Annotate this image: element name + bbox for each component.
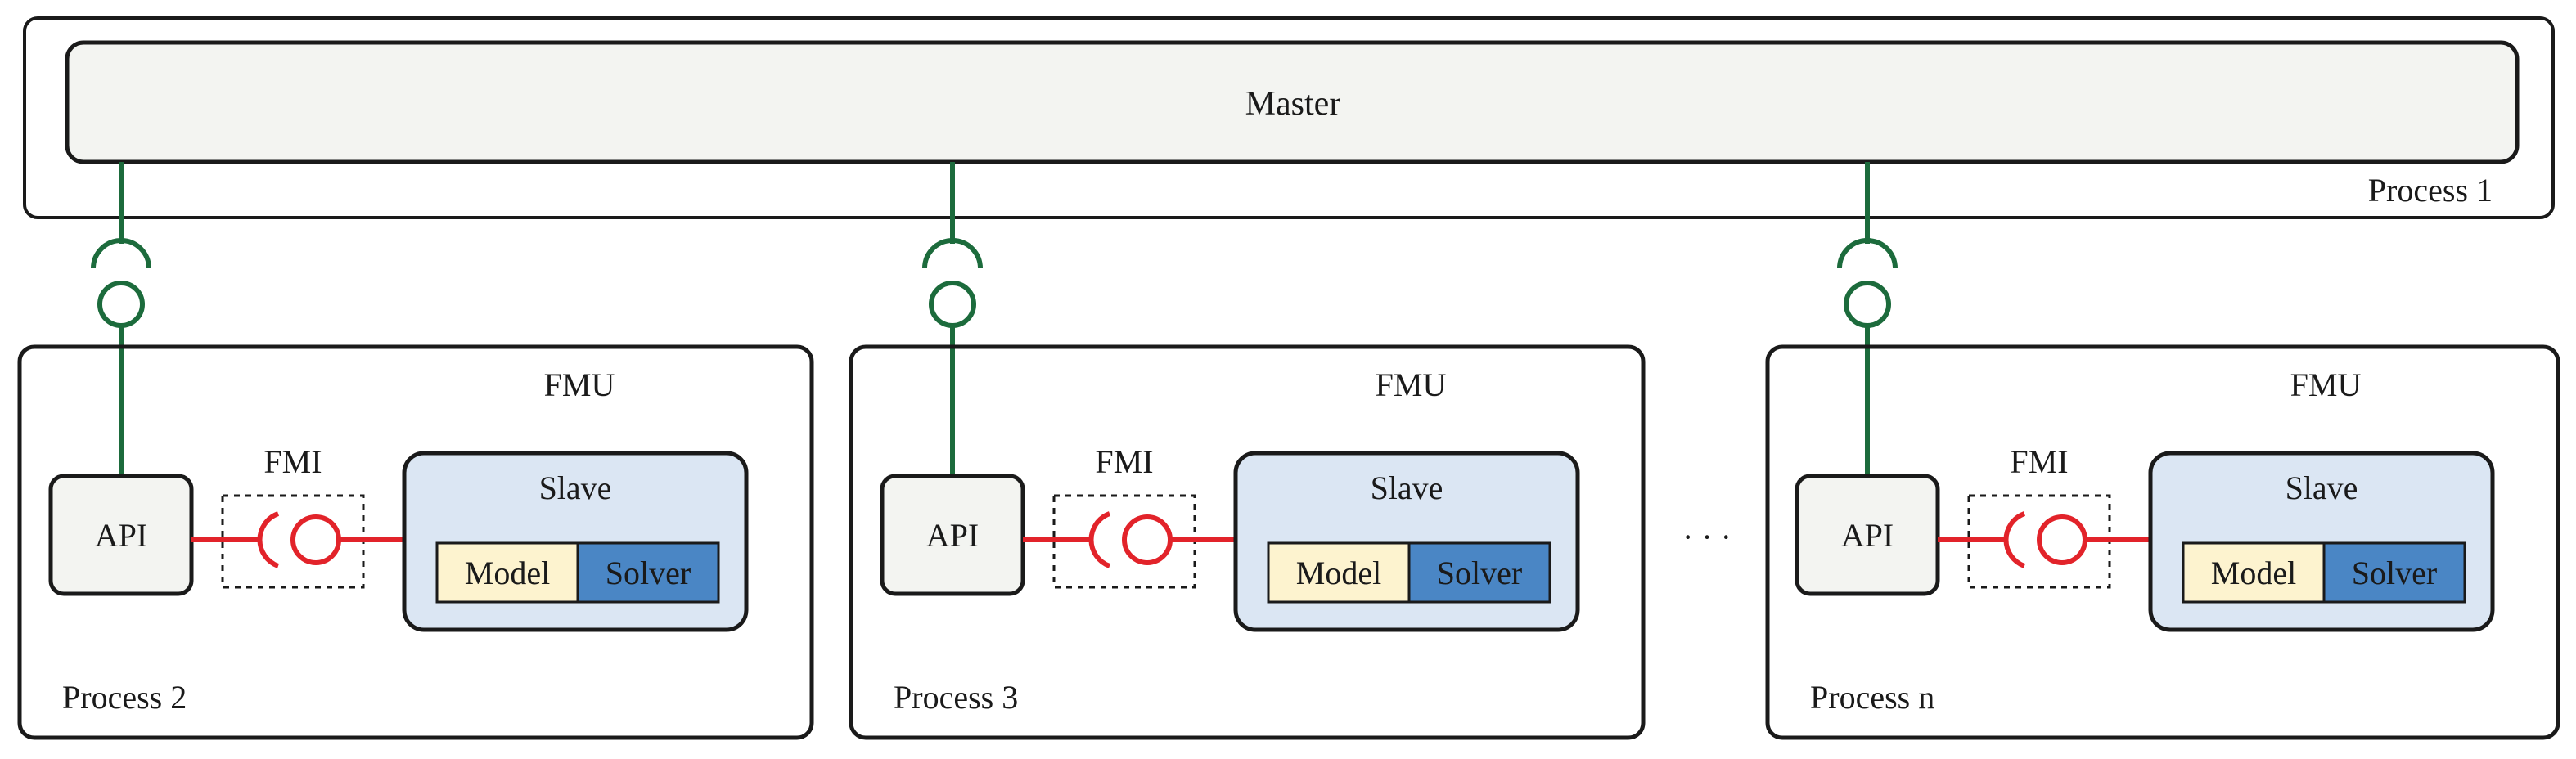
fmi-label: FMI xyxy=(1095,443,1153,480)
model-box xyxy=(435,541,579,604)
process-box xyxy=(17,344,814,740)
socket-icon xyxy=(922,238,983,269)
fmu-label: FMU xyxy=(1376,366,1447,403)
process-label: Process n xyxy=(1810,679,1934,716)
socket-icon xyxy=(1837,238,1898,269)
model-label: Model xyxy=(2211,555,2296,591)
fmi-connector xyxy=(1938,511,2150,568)
solver-label: Solver xyxy=(606,555,691,591)
master-box xyxy=(65,40,2520,164)
api-box xyxy=(880,474,1025,596)
ball-icon xyxy=(1844,281,1891,328)
master-label: Master xyxy=(1245,85,1341,123)
ball-icon xyxy=(2037,514,2087,565)
fmi-label: FMI xyxy=(263,443,322,480)
model-label: Model xyxy=(1296,555,1381,591)
solver-label: Solver xyxy=(1437,555,1522,591)
fmu-process-n: FMU API FMI Slave Model Solver Process n xyxy=(1765,344,2560,740)
api-label: API xyxy=(95,517,147,554)
solver-label: Solver xyxy=(2352,555,2437,591)
model-box xyxy=(1267,541,1411,604)
process-box xyxy=(1765,344,2560,740)
process-1-container: Master Process 1 xyxy=(23,16,2555,219)
socket-icon xyxy=(91,238,151,269)
api-box xyxy=(1795,474,1940,596)
process-label: Process 2 xyxy=(62,679,187,716)
api-box xyxy=(48,474,194,596)
fmu-label: FMU xyxy=(544,366,615,403)
process-1-label: Process 1 xyxy=(2368,172,2493,209)
model-label: Model xyxy=(465,555,550,591)
ball-icon xyxy=(929,281,976,328)
process-label: Process 3 xyxy=(894,679,1018,716)
socket-icon xyxy=(257,511,280,568)
master-interface-link-2 xyxy=(922,162,983,476)
master-interface-link-n xyxy=(1837,162,1898,476)
fmu-label: FMU xyxy=(2290,366,2362,403)
ball-icon xyxy=(97,281,145,328)
solver-box xyxy=(576,541,720,604)
slave-label: Slave xyxy=(539,469,612,506)
fmu-process-3: FMU API FMI Slave Model Solver Process 3 xyxy=(849,344,1646,740)
socket-icon xyxy=(1088,511,1111,568)
api-label: API xyxy=(1841,517,1894,554)
api-label: API xyxy=(926,517,979,554)
solver-box xyxy=(1407,541,1551,604)
master-interface-link-1 xyxy=(91,162,151,476)
ball-icon xyxy=(290,514,341,565)
ellipsis: · · · xyxy=(1682,519,1732,555)
socket-icon xyxy=(2003,511,2026,568)
fmi-label: FMI xyxy=(2010,443,2068,480)
fmi-connector xyxy=(1023,511,1236,568)
solver-box xyxy=(2322,541,2466,604)
fmu-process-2: FMU API FMI Slave Model Solver Process 2 xyxy=(17,344,814,740)
fmi-connector xyxy=(191,511,404,568)
process-box xyxy=(849,344,1646,740)
slave-label: Slave xyxy=(1371,469,1443,506)
ball-icon xyxy=(1122,514,1173,565)
slave-label: Slave xyxy=(2286,469,2358,506)
